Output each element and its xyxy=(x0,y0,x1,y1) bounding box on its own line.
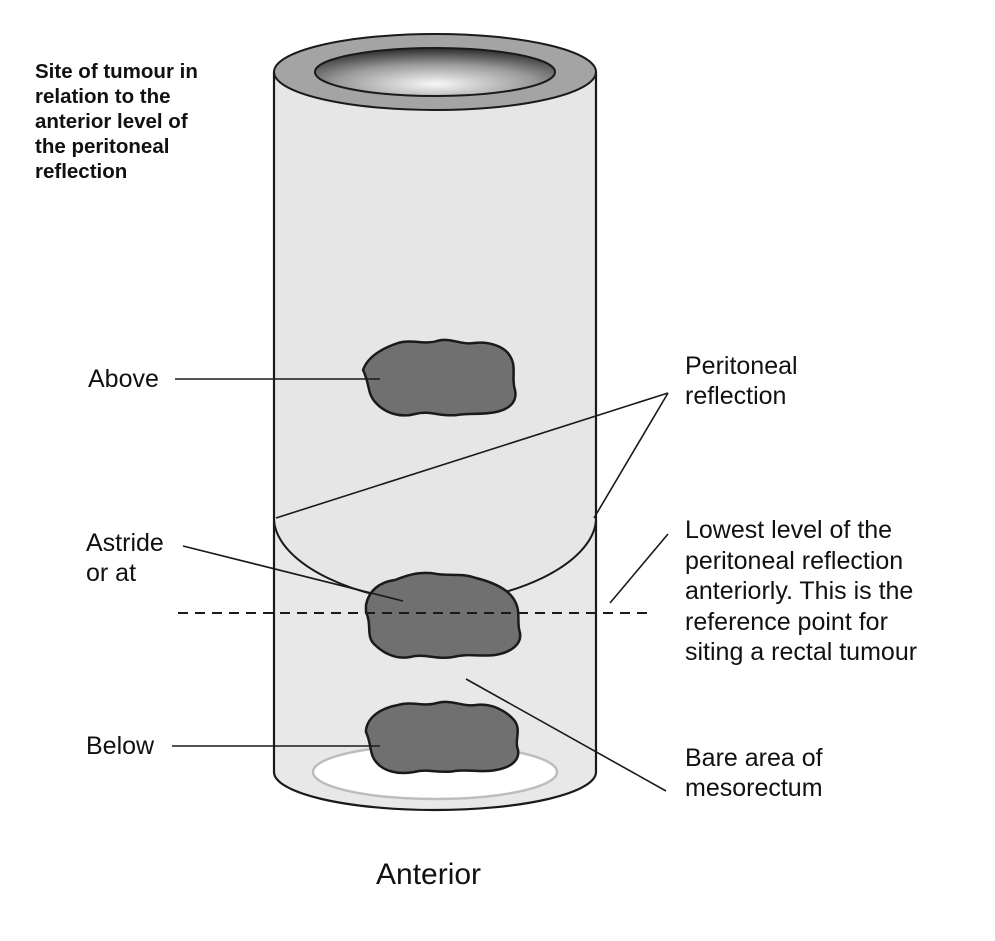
label-below: Below xyxy=(86,732,155,760)
label-astride: Astride or at xyxy=(86,529,164,587)
label-lowest-level: Lowest level of the peritoneal reflectio… xyxy=(685,516,918,666)
leader-reflection-left xyxy=(275,392,669,519)
title-line: the peritoneal xyxy=(35,135,170,158)
tube-top-rim xyxy=(273,33,597,111)
title-line: reflection xyxy=(35,160,128,183)
diagram-title: Site of tumour in relation to the anteri… xyxy=(35,59,198,184)
tumour-above xyxy=(361,338,517,417)
label-anterior: Anterior xyxy=(376,858,482,891)
peritonealised-region xyxy=(273,71,597,604)
tumour-below xyxy=(364,700,520,775)
tumour-astride xyxy=(364,571,522,659)
label-bare-area: Bare area of mesorectum xyxy=(685,744,823,802)
title-line: anterior level of xyxy=(35,110,188,133)
leader-astride xyxy=(182,545,404,602)
leader-bare-area xyxy=(465,678,667,792)
leader-lines xyxy=(172,378,669,792)
leader-lowest-level xyxy=(609,533,669,604)
tube-bottom-edge xyxy=(272,771,598,812)
title-line: relation to the xyxy=(35,85,171,108)
label-peritoneal-reflection: Peritoneal reflection xyxy=(685,352,798,410)
title-line: Site of tumour in xyxy=(35,60,198,83)
label-above: Above xyxy=(88,365,159,393)
leader-reflection-right xyxy=(593,392,669,519)
